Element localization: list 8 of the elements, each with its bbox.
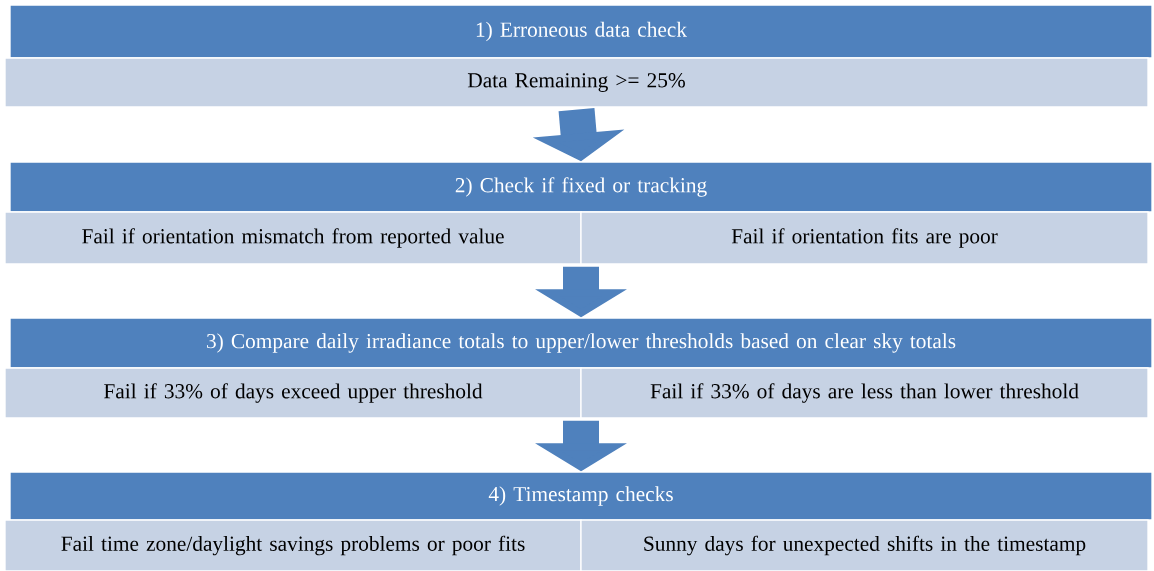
criterion-box: Fail time zone/daylight savings problems or poor fits	[4, 519, 582, 571]
criterion-box: Fail if orientation mismatch from reported value	[4, 211, 582, 265]
criterion-box: Sunny days for unexpected shifts in the timestamp	[580, 519, 1149, 571]
criterion-box: Fail if 33% of days exceed upper threshold	[4, 367, 582, 419]
header-bar: 1) Erroneous data check	[9, 4, 1153, 59]
criterion-box: Fail if orientation fits are poor	[580, 211, 1149, 265]
criterion-box: Fail if 33% of days are less than lower threshold	[580, 367, 1149, 419]
criterion-box: Data Remaining >= 25%	[4, 57, 1149, 108]
